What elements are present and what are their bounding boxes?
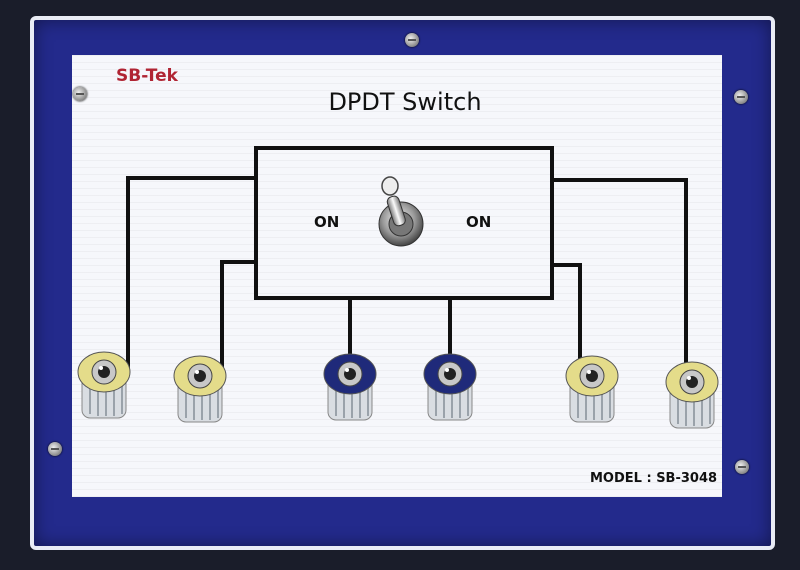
screw-icon: [734, 90, 748, 104]
screw-icon: [48, 442, 62, 456]
terminal-yellow-1[interactable]: [72, 348, 136, 424]
front-panel: [72, 55, 722, 497]
screw-icon: [405, 33, 419, 47]
switch-outline: [254, 146, 554, 300]
terminal-yellow-6[interactable]: [660, 358, 724, 434]
on-label-left: ON: [314, 213, 340, 231]
wire-t1: [126, 176, 256, 370]
wire-t6: [552, 178, 688, 370]
terminal-blue-3[interactable]: [318, 350, 382, 426]
terminal-yellow-5[interactable]: [560, 352, 624, 428]
terminal-blue-4[interactable]: [418, 350, 482, 426]
wire-t2: [220, 260, 256, 370]
screw-icon: [73, 87, 87, 101]
on-label-right: ON: [466, 213, 492, 231]
model-number: MODEL : SB-3048: [590, 471, 718, 486]
wire-t5: [552, 263, 582, 370]
panel-title: DPDT Switch: [328, 88, 482, 116]
screw-icon: [735, 460, 749, 474]
toggle-switch[interactable]: [368, 172, 434, 248]
brand-logo: SB-Tek: [116, 66, 178, 86]
terminal-yellow-2[interactable]: [168, 352, 232, 428]
